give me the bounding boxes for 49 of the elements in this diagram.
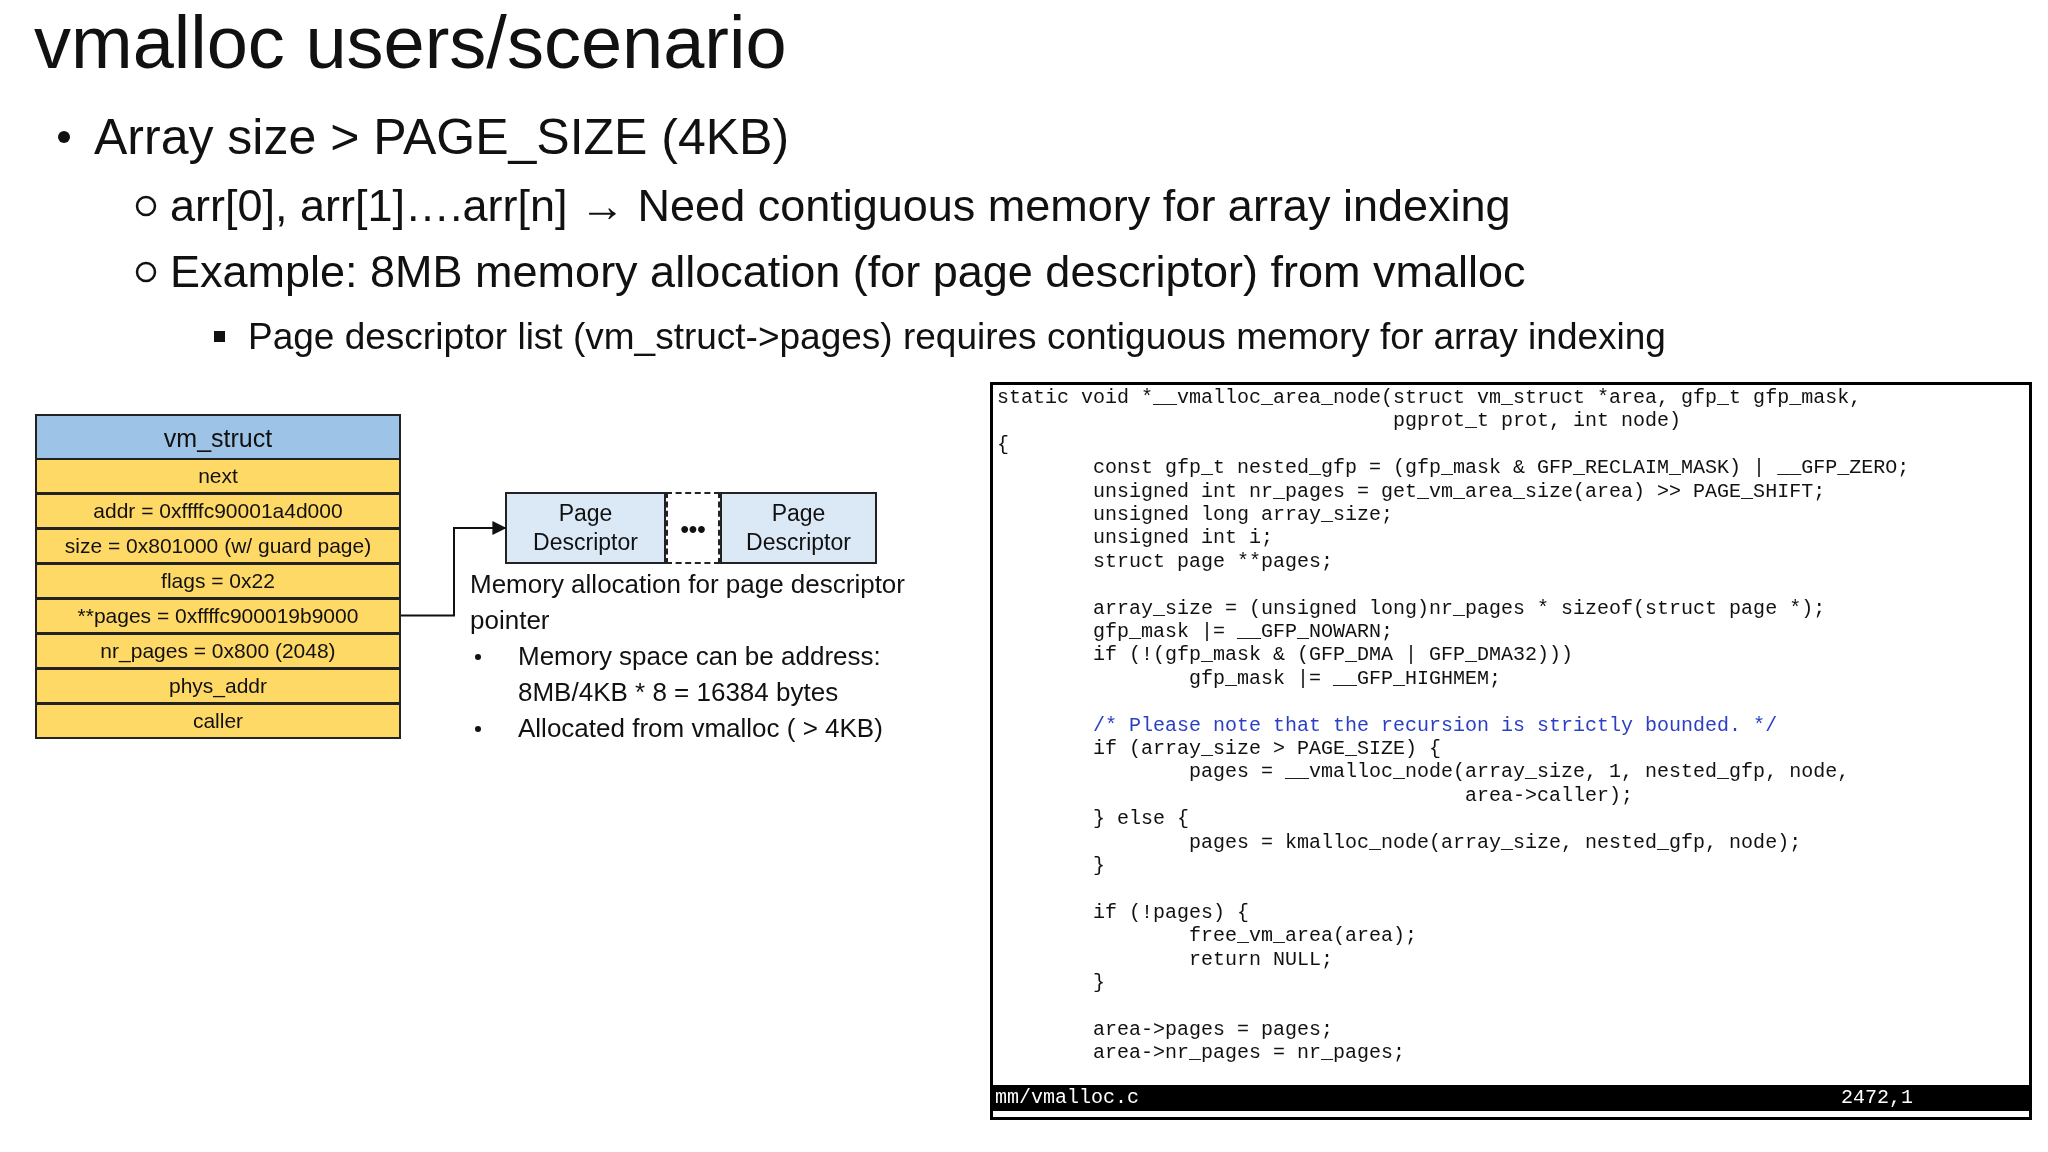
file-path: mm/vmalloc.c bbox=[995, 1086, 1140, 1110]
code-line: /* Please note that the recursion is strictly bounded. */ bbox=[1092, 713, 1778, 737]
bullet-text: Example: 8MB memory allocation (for page descriptor) from vmalloc bbox=[170, 245, 1526, 299]
code-line: if (array_size > PAGE_SIZE) { bbox=[1092, 737, 1442, 760]
code-line: const gfp_t nested_gfp = (gfp_mask & GFP_RECLAIM_MASK) | __GFP_ZERO; bbox=[1092, 456, 1910, 480]
struct-field-cell: flags = 0x22 bbox=[35, 563, 401, 599]
code-line: area->caller); bbox=[1464, 783, 1634, 807]
code-line: unsigned int i; bbox=[1092, 526, 1274, 550]
slide-title: vmalloc users/scenario bbox=[34, 0, 787, 86]
struct-field-cell: addr = 0xffffc90001a4d000 bbox=[35, 493, 401, 529]
code-line: free_vm_area(area); bbox=[1188, 924, 1418, 948]
page-descriptor-box: Page Descriptor bbox=[720, 492, 877, 564]
code-line: pages = __vmalloc_node(array_size, 1, nested_gfp, node, bbox=[1188, 760, 1850, 784]
struct-field-cell: phys_addr bbox=[35, 668, 401, 704]
bullet-text: Array size > PAGE_SIZE (4KB) bbox=[94, 108, 790, 167]
code-line: pages = kmalloc_node(array_size, nested_gfp, node); bbox=[1188, 830, 1802, 854]
code-line: { bbox=[996, 432, 1009, 456]
code-line: array_size = (unsigned long)nr_pages * sizeof(struct page *); bbox=[1092, 596, 1826, 620]
code-line: } bbox=[1092, 854, 1106, 877]
code-line: area->nr_pages = nr_pages; bbox=[1092, 1041, 1406, 1065]
code-line: } else { bbox=[1092, 807, 1190, 831]
code-line: gfp_mask |= __GFP_HIGHMEM; bbox=[1188, 666, 1502, 690]
bullet-text: arr[0], arr[1]….arr[n] → Need contiguous memory for array indexing bbox=[170, 179, 1511, 233]
code-line: area->pages = pages; bbox=[1092, 1017, 1334, 1041]
code-line: if (!pages) { bbox=[1092, 900, 1250, 924]
table-header: vm_struct bbox=[162, 422, 274, 454]
struct-field-cell: caller bbox=[35, 703, 401, 739]
code-line: unsigned long array_size; bbox=[1092, 503, 1394, 526]
code-line: if (!(gfp_mask & (GFP_DMA | GFP_DMA32))) bbox=[1092, 643, 1574, 667]
code-line: } bbox=[1092, 971, 1106, 994]
page-descriptor-box: Page Descriptor bbox=[505, 492, 666, 564]
code-line: static void *__vmalloc_area_node(struct vm_struct *area, gfp_t gfp_mask, bbox=[996, 386, 1862, 409]
ellipsis-box: ••• bbox=[666, 492, 720, 564]
code-line: gfp_mask |= __GFP_NOWARN; bbox=[1092, 620, 1394, 643]
note-text: Memory allocation for page descriptor pointer bbox=[470, 568, 906, 637]
code-line: struct page **pages; bbox=[1092, 549, 1334, 573]
cursor-position: 2472,1 bbox=[1841, 1086, 1913, 1110]
bullet-text: Memory space can be address: 8MB/4KB * 8 = 16384 bytes bbox=[518, 640, 882, 709]
struct-field-cell: next bbox=[35, 458, 401, 494]
struct-field-cell: nr_pages = 0x800 (2048) bbox=[35, 633, 401, 669]
bullet-text: Page descriptor list (vm_struct->pages) requires contiguous memory for array indexing bbox=[248, 315, 1666, 359]
code-line: return NULL; bbox=[1188, 947, 1334, 971]
arrow bbox=[400, 521, 507, 617]
struct-field-cell: **pages = 0xffffc900019b9000 bbox=[35, 598, 401, 634]
code-line: unsigned int nr_pages = get_vm_area_size(area) >> PAGE_SHIFT; bbox=[1092, 479, 1826, 503]
struct-field-cell: size = 0x801000 (w/ guard page) bbox=[35, 528, 401, 564]
bullet-text: Allocated from vmalloc ( > 4KB) bbox=[518, 712, 884, 745]
code-line: pgprot_t prot, int node) bbox=[1392, 409, 1682, 433]
struct-table bbox=[35, 414, 401, 738]
